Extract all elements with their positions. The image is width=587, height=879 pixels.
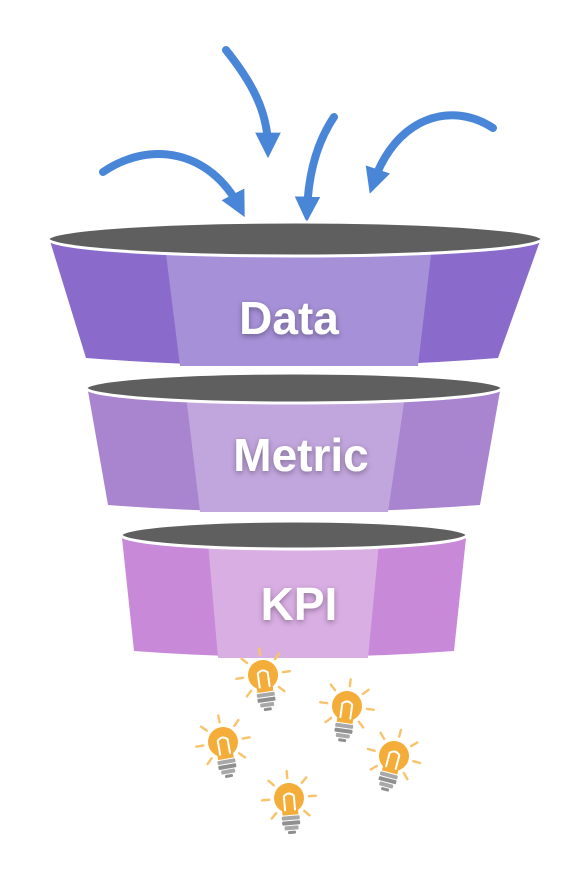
funnel-tier-data: Data [46, 220, 544, 366]
curved-arrow-icon [365, 111, 497, 194]
insights-group [190, 643, 429, 838]
tier-rim [84, 371, 504, 405]
input-arrows-group [99, 46, 497, 223]
tier-rim [46, 220, 544, 258]
tier-label-data: Data [239, 292, 339, 344]
lightbulb-icon [357, 721, 429, 799]
tier-label-metric: Metric [233, 429, 368, 481]
funnel-tier-kpi: KPI [119, 519, 469, 658]
tier-body-highlight [186, 396, 405, 512]
tier-body-highlight [208, 543, 379, 658]
curved-arrow-icon [222, 46, 281, 159]
lightbulb-icon [190, 709, 258, 784]
lightbulb-icon [258, 767, 321, 838]
funnel-tier-metric: Metric [84, 371, 504, 512]
tier-label-kpi: KPI [261, 578, 338, 630]
tier-body-highlight [165, 246, 432, 366]
lightbulb-icon [314, 674, 379, 747]
curved-arrow-icon [99, 150, 245, 218]
curved-arrow-icon [294, 113, 338, 223]
tier-rim [119, 519, 469, 551]
